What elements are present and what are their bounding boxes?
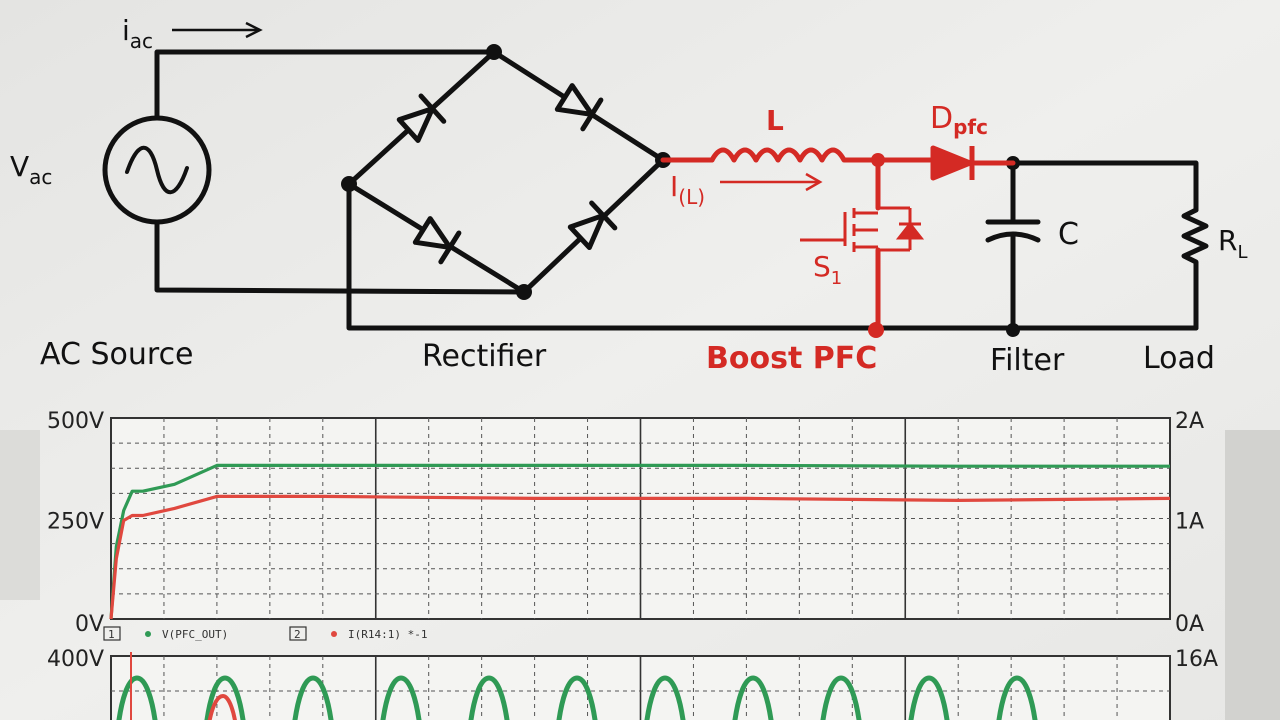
bridge-diode-4 [567, 200, 618, 251]
legend-label: V(PFC_OUT) [162, 628, 228, 641]
bottom-chart-ticks: 400V 16A [47, 647, 1218, 672]
bottom-chart-grid [111, 656, 1170, 720]
left-tick-label: 250V [47, 510, 104, 535]
green-sine-hump [908, 675, 950, 720]
bridge-diode-3 [412, 216, 462, 265]
legend-label: I(R14:1) *-1 [348, 628, 427, 641]
ac-bottom-wire [154, 219, 527, 295]
legend-index-box [289, 626, 307, 641]
bridge-diode-1 [396, 93, 447, 143]
left-tick-label: 400V [47, 647, 104, 672]
legend-index-box [103, 626, 121, 641]
top-chart: 500V 250V 0V 2A 1A 0A 1 V(PFC_OUT) 2 I(R14:1) *-… [47, 409, 1204, 641]
bottom-chart: 400V 16A [47, 647, 1218, 720]
left-tick-label: 500V [47, 409, 104, 434]
resistor-zigzag [1181, 207, 1209, 331]
green-sine-hump [732, 675, 774, 720]
section-ac-source: AC Source [40, 337, 194, 372]
green-sine-hump [292, 675, 334, 720]
section-boost-pfc: Boost PFC [706, 341, 877, 376]
series-line-1 [109, 463, 1170, 620]
green-sine-hump [204, 675, 246, 720]
diode-pfc-label: Dpfc [930, 101, 988, 139]
section-filter: Filter [990, 343, 1065, 378]
section-rectifier: Rectifier [422, 339, 547, 374]
ac-source-symbol [102, 115, 212, 225]
series-line-2 [109, 494, 1171, 620]
bottom-chart-series [116, 652, 1038, 720]
legend-marker [331, 631, 337, 637]
switch-label: S1 [813, 250, 842, 289]
top-chart-series [109, 463, 1171, 620]
green-sine-hump [380, 675, 422, 720]
left-margin-shade [0, 430, 40, 600]
section-load: Load [1143, 341, 1215, 376]
load-resistor-label: RL [1218, 224, 1248, 263]
top-chart-grid [111, 418, 1170, 619]
legend-marker [145, 631, 151, 637]
green-sine-hump [556, 675, 598, 720]
right-tick-label: 16A [1175, 647, 1218, 672]
sine-icon [125, 145, 189, 195]
green-sine-hump [644, 675, 686, 720]
right-tick-label: 0A [1175, 612, 1204, 637]
output-top-wire [1010, 160, 1199, 213]
vac-label: Vac [10, 150, 52, 189]
boost-node-dot [871, 153, 885, 167]
pfc-diode [930, 145, 975, 181]
bridge-diode-2 [554, 83, 604, 132]
right-tick-label: 1A [1175, 510, 1204, 535]
junction-dots [341, 44, 1020, 337]
green-sine-hump [820, 675, 862, 720]
boost-ground-dot [868, 322, 884, 338]
iac-label: iac [122, 14, 153, 53]
legend-index: 2 [294, 628, 301, 641]
green-sine-hump [116, 675, 158, 720]
inductor-current-label: I(L) [670, 170, 705, 209]
boost-pfc-section [660, 147, 1016, 331]
green-sine-hump [996, 675, 1038, 720]
top-chart-ticks: 500V 250V 0V 2A 1A 0A [47, 409, 1204, 637]
left-tick-label: 0V [75, 612, 104, 637]
current-arrow-icon [720, 172, 823, 192]
green-sine-hump [468, 675, 510, 720]
return-wire [346, 181, 879, 331]
right-margin-shade [1225, 430, 1280, 720]
inductor-label: L [766, 104, 784, 137]
top-chart-legend: 1 V(PFC_OUT) 2 I(R14:1) *-1 [103, 626, 427, 641]
mosfet-switch-icon [800, 206, 925, 252]
ac-top-wire [154, 49, 497, 121]
inductor-coil [709, 147, 881, 163]
red-current-hump [207, 693, 237, 720]
right-tick-label: 2A [1175, 409, 1204, 434]
iac-arrow-icon [172, 21, 263, 39]
legend-index: 1 [108, 628, 115, 641]
circuit-diagram [102, 49, 1209, 331]
capacitor-label: C [1058, 217, 1079, 252]
